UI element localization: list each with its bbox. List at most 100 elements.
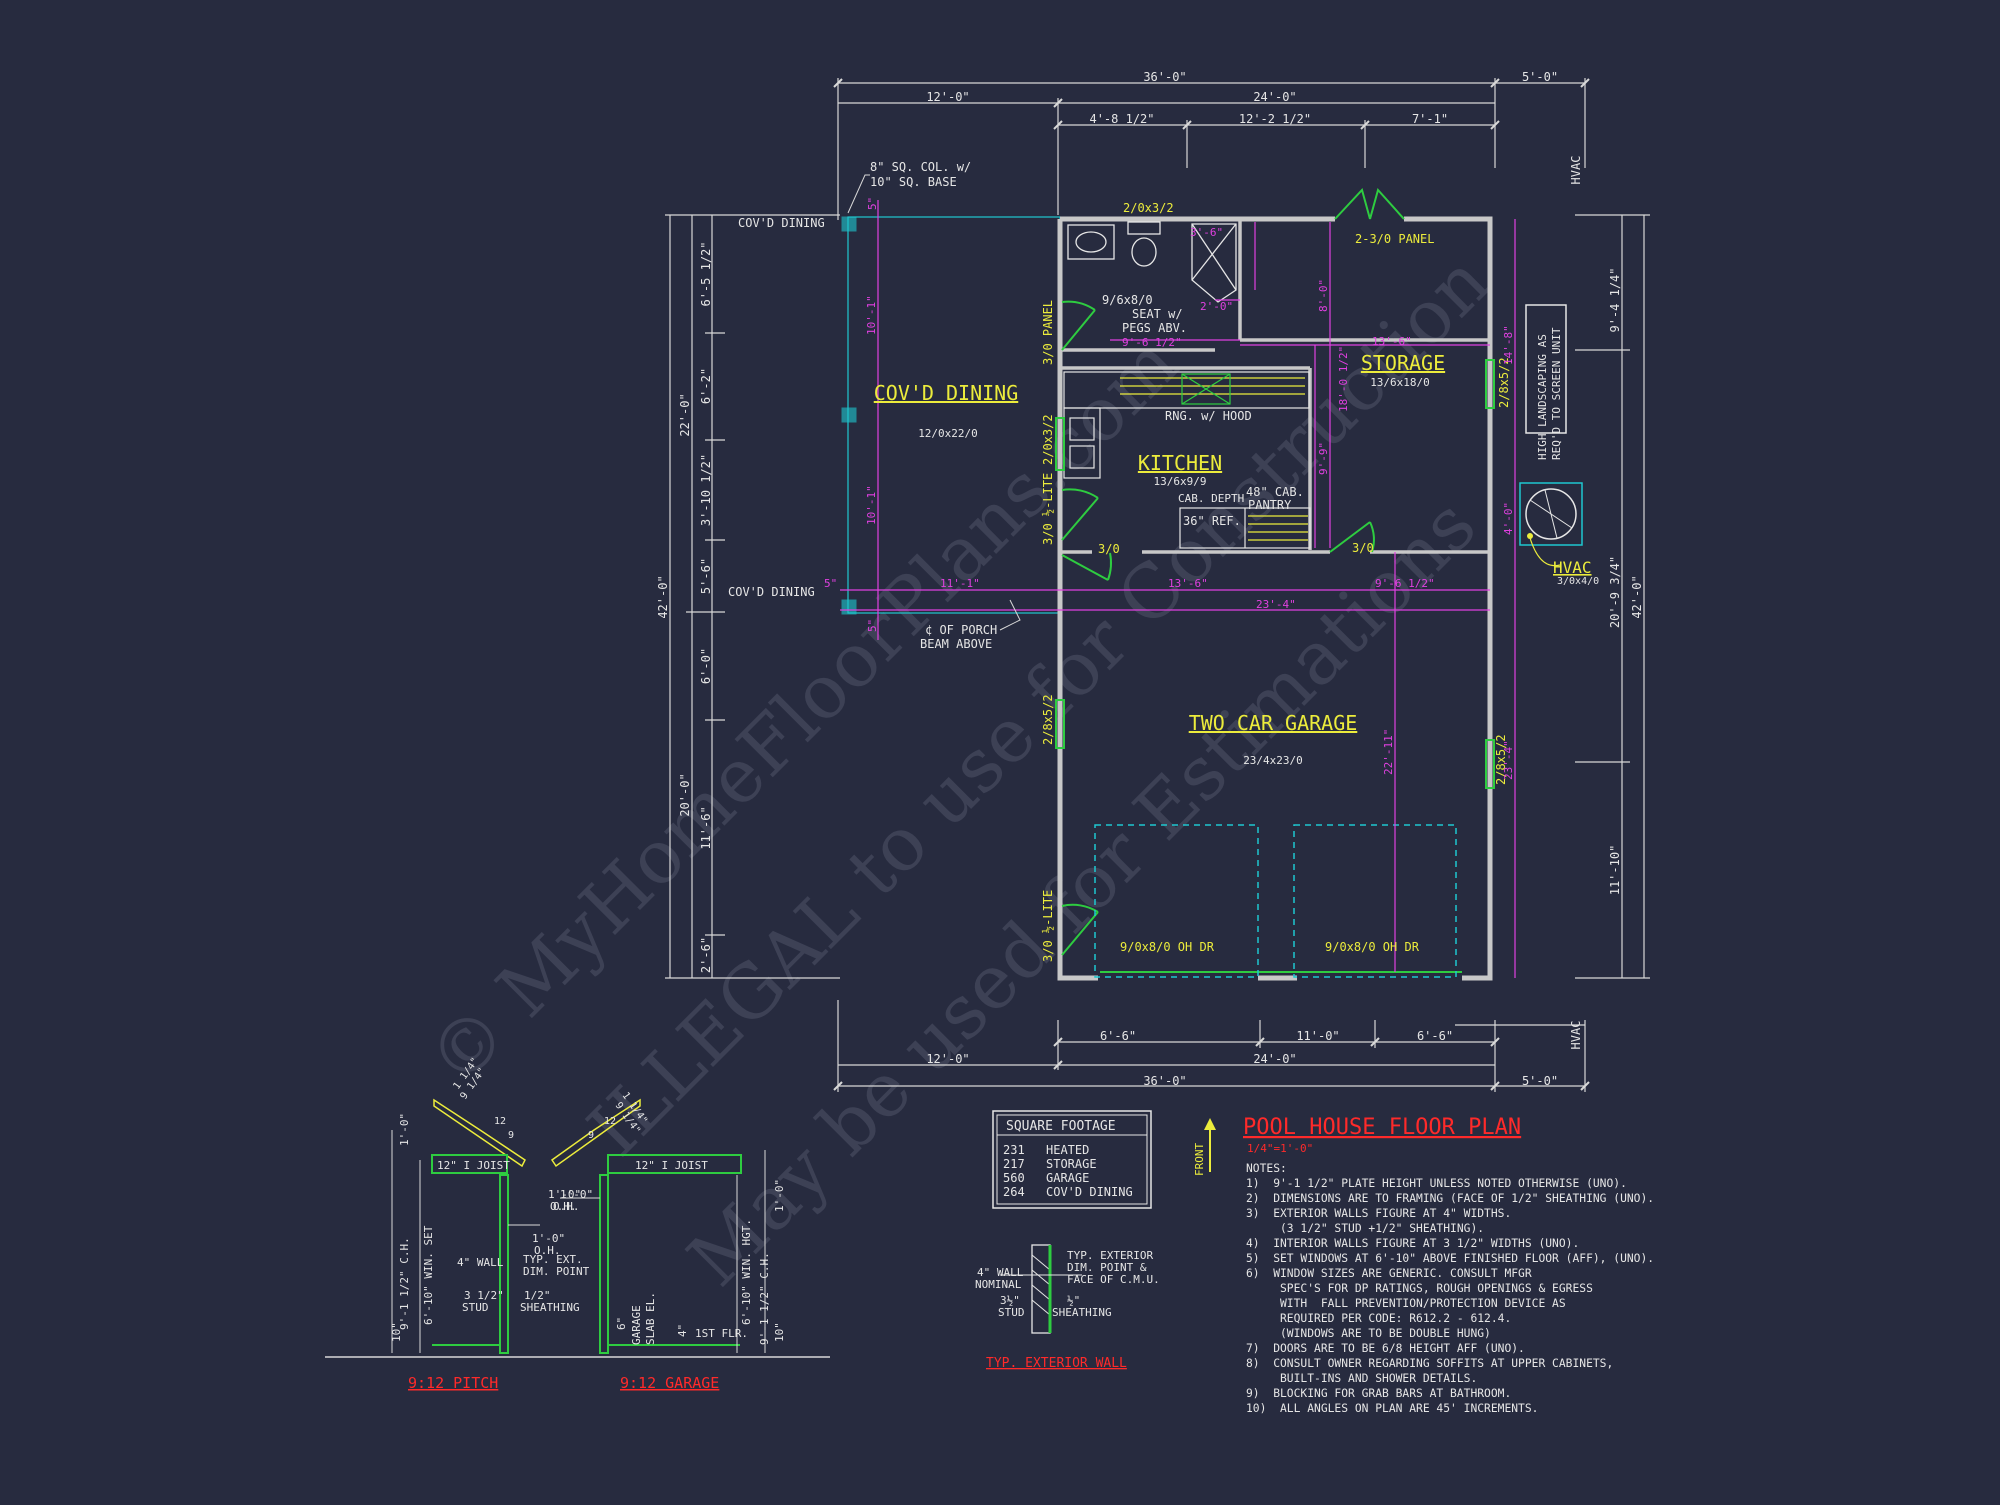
- roof-pitch: [433, 1098, 526, 1168]
- building-walls: [1057, 216, 1493, 981]
- shower-size: 9/6x8/0: [1102, 293, 1153, 307]
- pitch-ext2: DIM. POINT: [523, 1265, 590, 1278]
- storage-panel-door: 2-3/0 PANEL: [1355, 232, 1434, 246]
- pantry-line1: 48" CAB.: [1246, 485, 1304, 499]
- porch-beam-line2: BEAM ABOVE: [920, 637, 992, 651]
- dim-bot-5: 5'-0": [1522, 1074, 1558, 1088]
- garage-slab1: GARAGE: [630, 1305, 643, 1345]
- dim-bot-12: 12'-0": [926, 1052, 969, 1066]
- dim-right-a: 9'-4 1/4": [1608, 267, 1622, 332]
- room-garage-size: 23/4x23/0: [1243, 754, 1303, 767]
- porch-column: [841, 216, 857, 232]
- sink-bowl: [1069, 417, 1095, 441]
- window-garage-left: [1055, 699, 1065, 749]
- room-dining-size: 12/0x22/0: [918, 427, 978, 440]
- dim-2-0: 2'-0": [1200, 300, 1233, 313]
- ext-wall-r2: DIM. POINT &: [1067, 1261, 1147, 1274]
- shower: [1191, 223, 1237, 303]
- dim-left-3: 3'-10 1/2": [699, 454, 713, 526]
- note-item: 4) INTERIOR WALLS FIGURE AT 3 1/2" WIDTH…: [1246, 1237, 1579, 1250]
- note-item: 1) 9'-1 1/2" PLATE HEIGHT UNLESS NOTED O…: [1246, 1177, 1627, 1190]
- dim-right-overall: 42'-0": [1630, 575, 1644, 618]
- dim-23-r: 23'-4": [1502, 740, 1515, 780]
- pitch-9: 9: [508, 1130, 514, 1141]
- kitchen-lite-door: 3/0 ½-LITE: [1041, 473, 1055, 545]
- dim-top-12: 12'-0": [926, 90, 969, 104]
- garage-window-right: 2/8x5/2: [1494, 734, 1508, 785]
- bath-door: 3/0 PANEL: [1041, 300, 1055, 365]
- covd-dining-label-a: COV'D DINING: [738, 216, 825, 230]
- garage-lite-door: 3/0 ½-LITE: [1041, 890, 1055, 962]
- beam-leader: [999, 599, 1021, 631]
- front-label: FRONT: [1193, 1143, 1206, 1176]
- sqft-title: SQUARE FOOTAGE: [1006, 1119, 1116, 1134]
- hvac-area: [1519, 304, 1583, 567]
- plan-title: POOL HOUSE FLOOR PLAN: [1243, 1115, 1521, 1140]
- room-garage-name: TWO CAR GARAGE: [1189, 711, 1358, 735]
- room-labels: COV'D DINING 12/0x22/0 KITCHEN 13/6x9/9 …: [874, 351, 1445, 767]
- pitch-oh2-b: O.H.: [534, 1244, 561, 1257]
- window-storage: [1485, 359, 1495, 409]
- typical-exterior-wall-detail: 4" WALL NOMINAL 3½" STUD TYP. EXTERIOR D…: [975, 1244, 1160, 1371]
- sqft-num: 560: [1003, 1171, 1025, 1185]
- dim-11-1: 11'-1": [940, 577, 980, 590]
- storage-window: 2/8x5/2: [1497, 357, 1511, 408]
- porch-column: [841, 407, 857, 423]
- range-hood-label: RNG. w/ HOOD: [1165, 409, 1252, 423]
- ext-wall-r5: SHEATHING: [1052, 1306, 1112, 1319]
- room-kitchen-name: KITCHEN: [1138, 451, 1222, 475]
- dim-top-5: 5'-0": [1522, 70, 1558, 84]
- overhead-door-left: [1094, 824, 1259, 978]
- door-kitchen-lite: [1061, 488, 1099, 541]
- dim-18-0: 18'-0 1/2": [1337, 346, 1350, 412]
- note-item: 9) BLOCKING FOR GRAB BARS AT BATHROOM.: [1246, 1387, 1511, 1400]
- roof-pitch: [550, 1098, 641, 1168]
- dim-top-24: 24'-0": [1253, 90, 1296, 104]
- dim-5-a: 5": [824, 577, 837, 590]
- pitch-12: 12: [494, 1116, 506, 1127]
- dim-14-8: 14'-8": [1502, 325, 1515, 365]
- joist-box: [431, 1154, 508, 1174]
- dim-9-6: 9'-6 1/2": [1122, 336, 1182, 349]
- window-garage-right: [1485, 739, 1495, 789]
- garage-v1: 1'-0": [773, 1179, 786, 1212]
- seat-line2: PEGS ABV.: [1122, 321, 1187, 335]
- ref-label: 36" REF.: [1183, 514, 1241, 528]
- pitch-stud1: 3 1/2": [464, 1289, 504, 1302]
- room-kitchen-size: 13/6x9/9: [1154, 475, 1207, 488]
- seat-line1: SEAT w/: [1132, 307, 1183, 321]
- dim-9-9: 9'-9": [1317, 442, 1330, 475]
- dimension-lines: [665, 78, 1650, 1092]
- room-dining-name: COV'D DINING: [874, 381, 1019, 405]
- dim-23-4: 23'-4": [1256, 598, 1296, 611]
- hvac-unit: [1519, 482, 1583, 546]
- hvac-unit-size: 3/0x4/0: [1557, 576, 1599, 587]
- note-item: 7) DOORS ARE TO BE 6/8 HEIGHT AFF (UNO).: [1246, 1342, 1525, 1355]
- north-arrow-icon: [1204, 1118, 1216, 1130]
- dim-bot-a: 6'-6": [1100, 1029, 1136, 1043]
- room-storage-name: STORAGE: [1361, 351, 1445, 375]
- lavatory: [1067, 224, 1115, 260]
- note-item: SPEC'S FOR DP RATINGS, ROUGH OPENINGS & …: [1246, 1282, 1593, 1295]
- landscaping-line1: HIGH LANDSCAPING AS: [1536, 334, 1549, 460]
- col-note-line2: 10" SQ. BASE: [870, 175, 957, 189]
- dim-right-b: 20'-9 3/4": [1608, 556, 1622, 628]
- pitch-sh2: SHEATHING: [520, 1301, 580, 1314]
- pitch-wall: 4" WALL: [457, 1256, 504, 1269]
- sqft-num: 231: [1003, 1143, 1025, 1157]
- bath-window: 2/0x3/2: [1123, 201, 1174, 215]
- cab-depth-label: CAB. DEPTH: [1178, 492, 1244, 505]
- garage-win: 6'-10" WIN. HGT.: [740, 1219, 753, 1325]
- dim-5-c: 5": [866, 619, 879, 632]
- note-item: WITH FALL PREVENTION/PROTECTION DEVICE A…: [1246, 1297, 1566, 1310]
- dim-bot-overall: 36'-0": [1143, 1074, 1186, 1088]
- sqft-label: HEATED: [1046, 1143, 1089, 1157]
- dim-left-6: 11'-6": [699, 806, 713, 849]
- bathroom: [1067, 221, 1237, 303]
- note-item: 6) WINDOW SIZES ARE GENERIC. CONSULT MFG…: [1246, 1267, 1532, 1280]
- pitch-win: 6'-10" WIN. SET: [422, 1225, 435, 1325]
- garage-window-left: 2/8x5/2: [1041, 694, 1055, 745]
- section-garage-title: 9:12 GARAGE: [620, 1374, 719, 1392]
- dim-13-6-a: 13'-6": [1372, 335, 1412, 348]
- dim-right-c: 11'-10": [1608, 845, 1622, 896]
